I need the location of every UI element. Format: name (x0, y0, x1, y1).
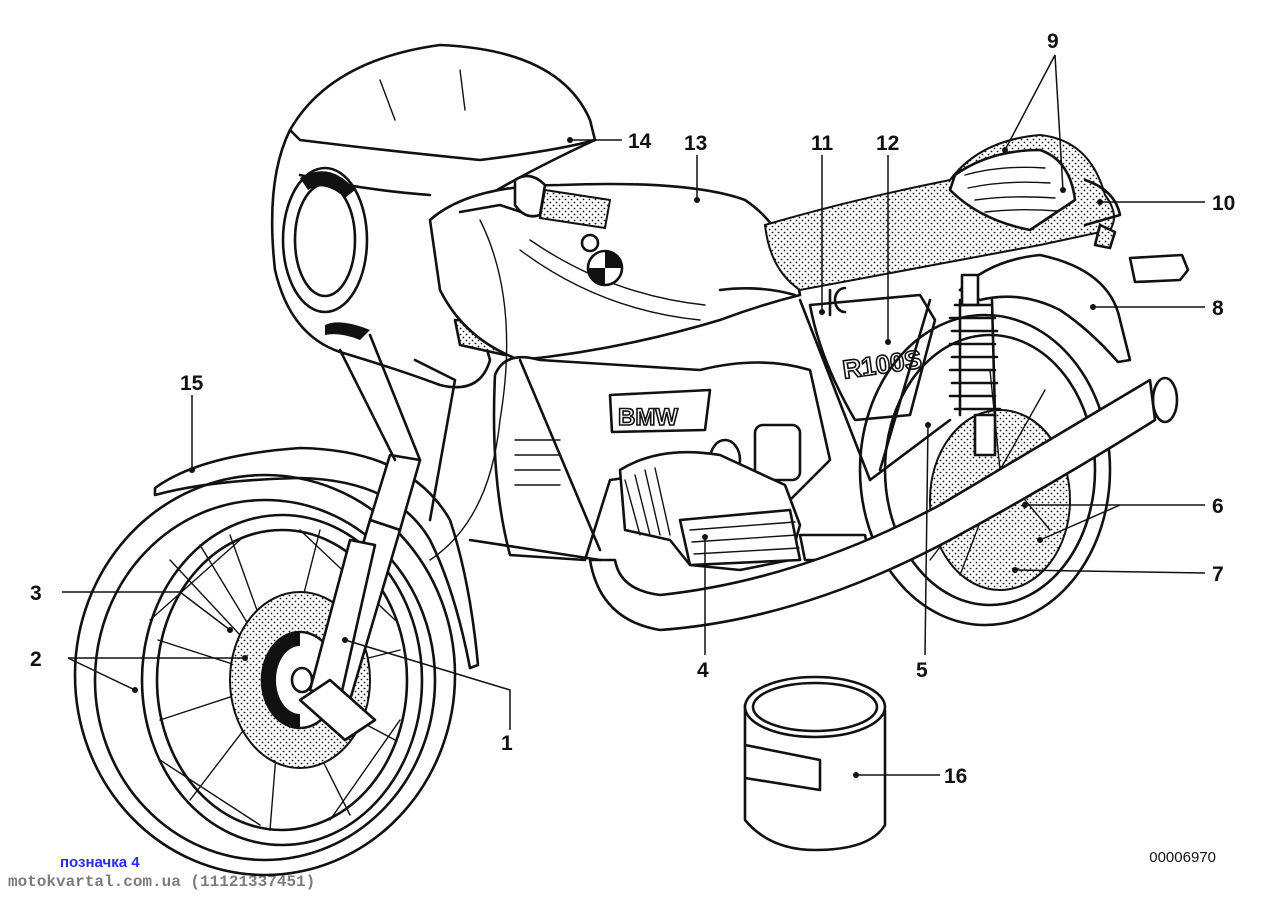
brake-cable (429, 219, 508, 561)
callout-1[interactable]: 1 (501, 732, 513, 755)
reference-number: 00006970 (1149, 849, 1216, 866)
fuel-tank (428, 182, 802, 362)
callout-3[interactable]: 3 (30, 582, 42, 605)
rear-shock (948, 273, 1002, 457)
watermark-text: motokvartal.com.ua (11121337451) (8, 873, 316, 891)
callout-15[interactable]: 15 (180, 372, 204, 395)
seat (763, 133, 1122, 292)
callout-numbers: 1 2 3 4 5 6 7 8 9 10 11 12 13 14 15 16 (30, 30, 1235, 788)
cylinder-head (618, 450, 802, 572)
callout-8[interactable]: 8 (1212, 297, 1224, 320)
frame (468, 298, 952, 562)
callout-9[interactable]: 9 (1047, 30, 1059, 53)
handlebar (458, 174, 612, 253)
callout-2[interactable]: 2 (30, 648, 42, 671)
engine-badge-text: BMW (618, 404, 678, 431)
callout-14[interactable]: 14 (628, 130, 652, 153)
front-fork (298, 333, 457, 742)
marking-label: позначка 4 (60, 854, 140, 871)
leader-lines (62, 54, 1206, 776)
callout-5[interactable]: 5 (916, 659, 928, 682)
callout-6[interactable]: 6 (1212, 495, 1224, 518)
callout-11[interactable]: 11 (811, 132, 834, 155)
front-fender (153, 446, 480, 670)
callout-16[interactable]: 16 (944, 765, 967, 788)
paint-can (743, 675, 887, 852)
callout-7[interactable]: 7 (1212, 563, 1224, 586)
callout-12[interactable]: 12 (876, 132, 899, 155)
callout-4[interactable]: 4 (697, 659, 709, 682)
rear-fender (958, 253, 1132, 364)
callout-13[interactable]: 13 (684, 132, 707, 155)
rear-turn-signal (1128, 253, 1190, 284)
callout-10[interactable]: 10 (1212, 192, 1235, 215)
leader-dots (132, 137, 1103, 778)
exhaust (588, 376, 1179, 632)
